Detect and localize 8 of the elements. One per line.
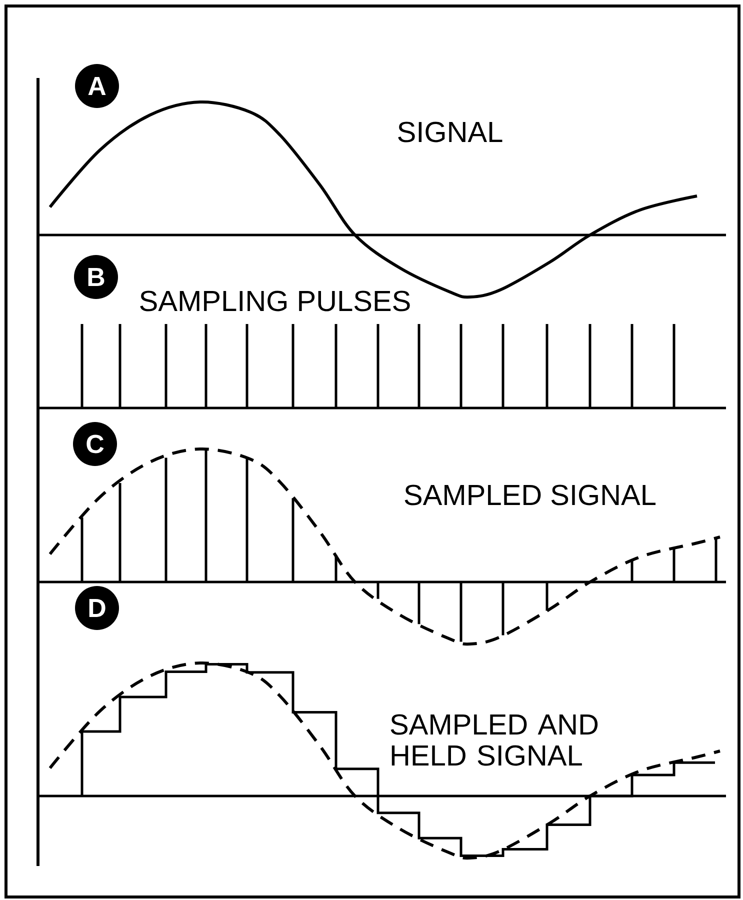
waveform-label: SAMPLED SIGNAL — [402, 484, 658, 506]
waveform-label: SAMPLED AND HELD SIGNAL — [388, 713, 606, 767]
letter-badge: B — [74, 255, 118, 299]
waveform-label: SIGNAL — [396, 120, 504, 144]
waveform-label: SAMPLING PULSES — [138, 290, 412, 312]
letter-badge: A — [75, 64, 119, 108]
letter-badge: D — [75, 586, 119, 630]
letter-badge: C — [73, 422, 117, 466]
